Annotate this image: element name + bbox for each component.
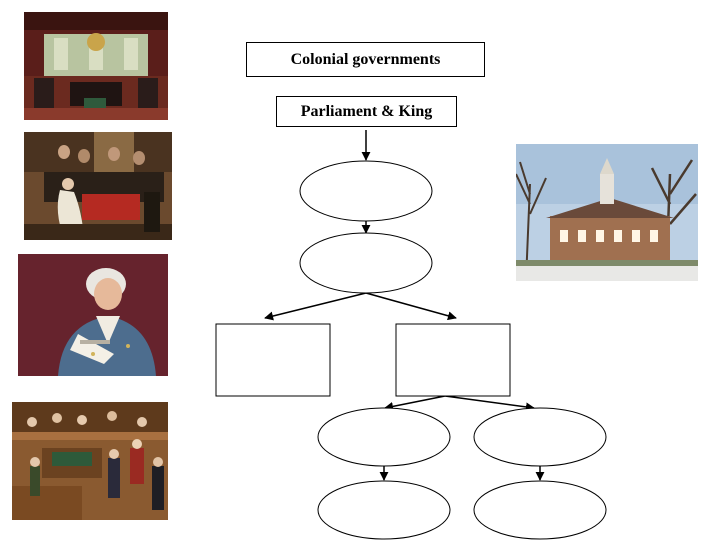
arrow-level2-to-left-box	[264, 292, 367, 321]
arrow-right-box-to-right-oval	[444, 395, 535, 412]
lower-right-oval	[473, 407, 607, 467]
diagram-title: Colonial governments	[246, 42, 485, 77]
bottom-left-oval	[317, 480, 451, 540]
courtroom-scene-photo	[12, 402, 168, 520]
assembly-chamber-photo	[24, 12, 168, 120]
colonial-official-portrait	[18, 254, 168, 376]
parliament-king-node: Parliament & King	[276, 96, 457, 127]
bottom-right-oval	[473, 480, 607, 540]
arrow-right-box-to-left-oval	[384, 395, 446, 411]
left-branch-box	[215, 323, 331, 397]
arrow-level2-to-right-box	[365, 292, 457, 321]
right-branch-box	[395, 323, 511, 397]
level2-oval	[299, 232, 433, 294]
lower-left-oval	[317, 407, 451, 467]
level1-oval	[299, 160, 433, 222]
capitol-building-photo	[516, 144, 698, 281]
royal-council-painting	[24, 132, 172, 240]
